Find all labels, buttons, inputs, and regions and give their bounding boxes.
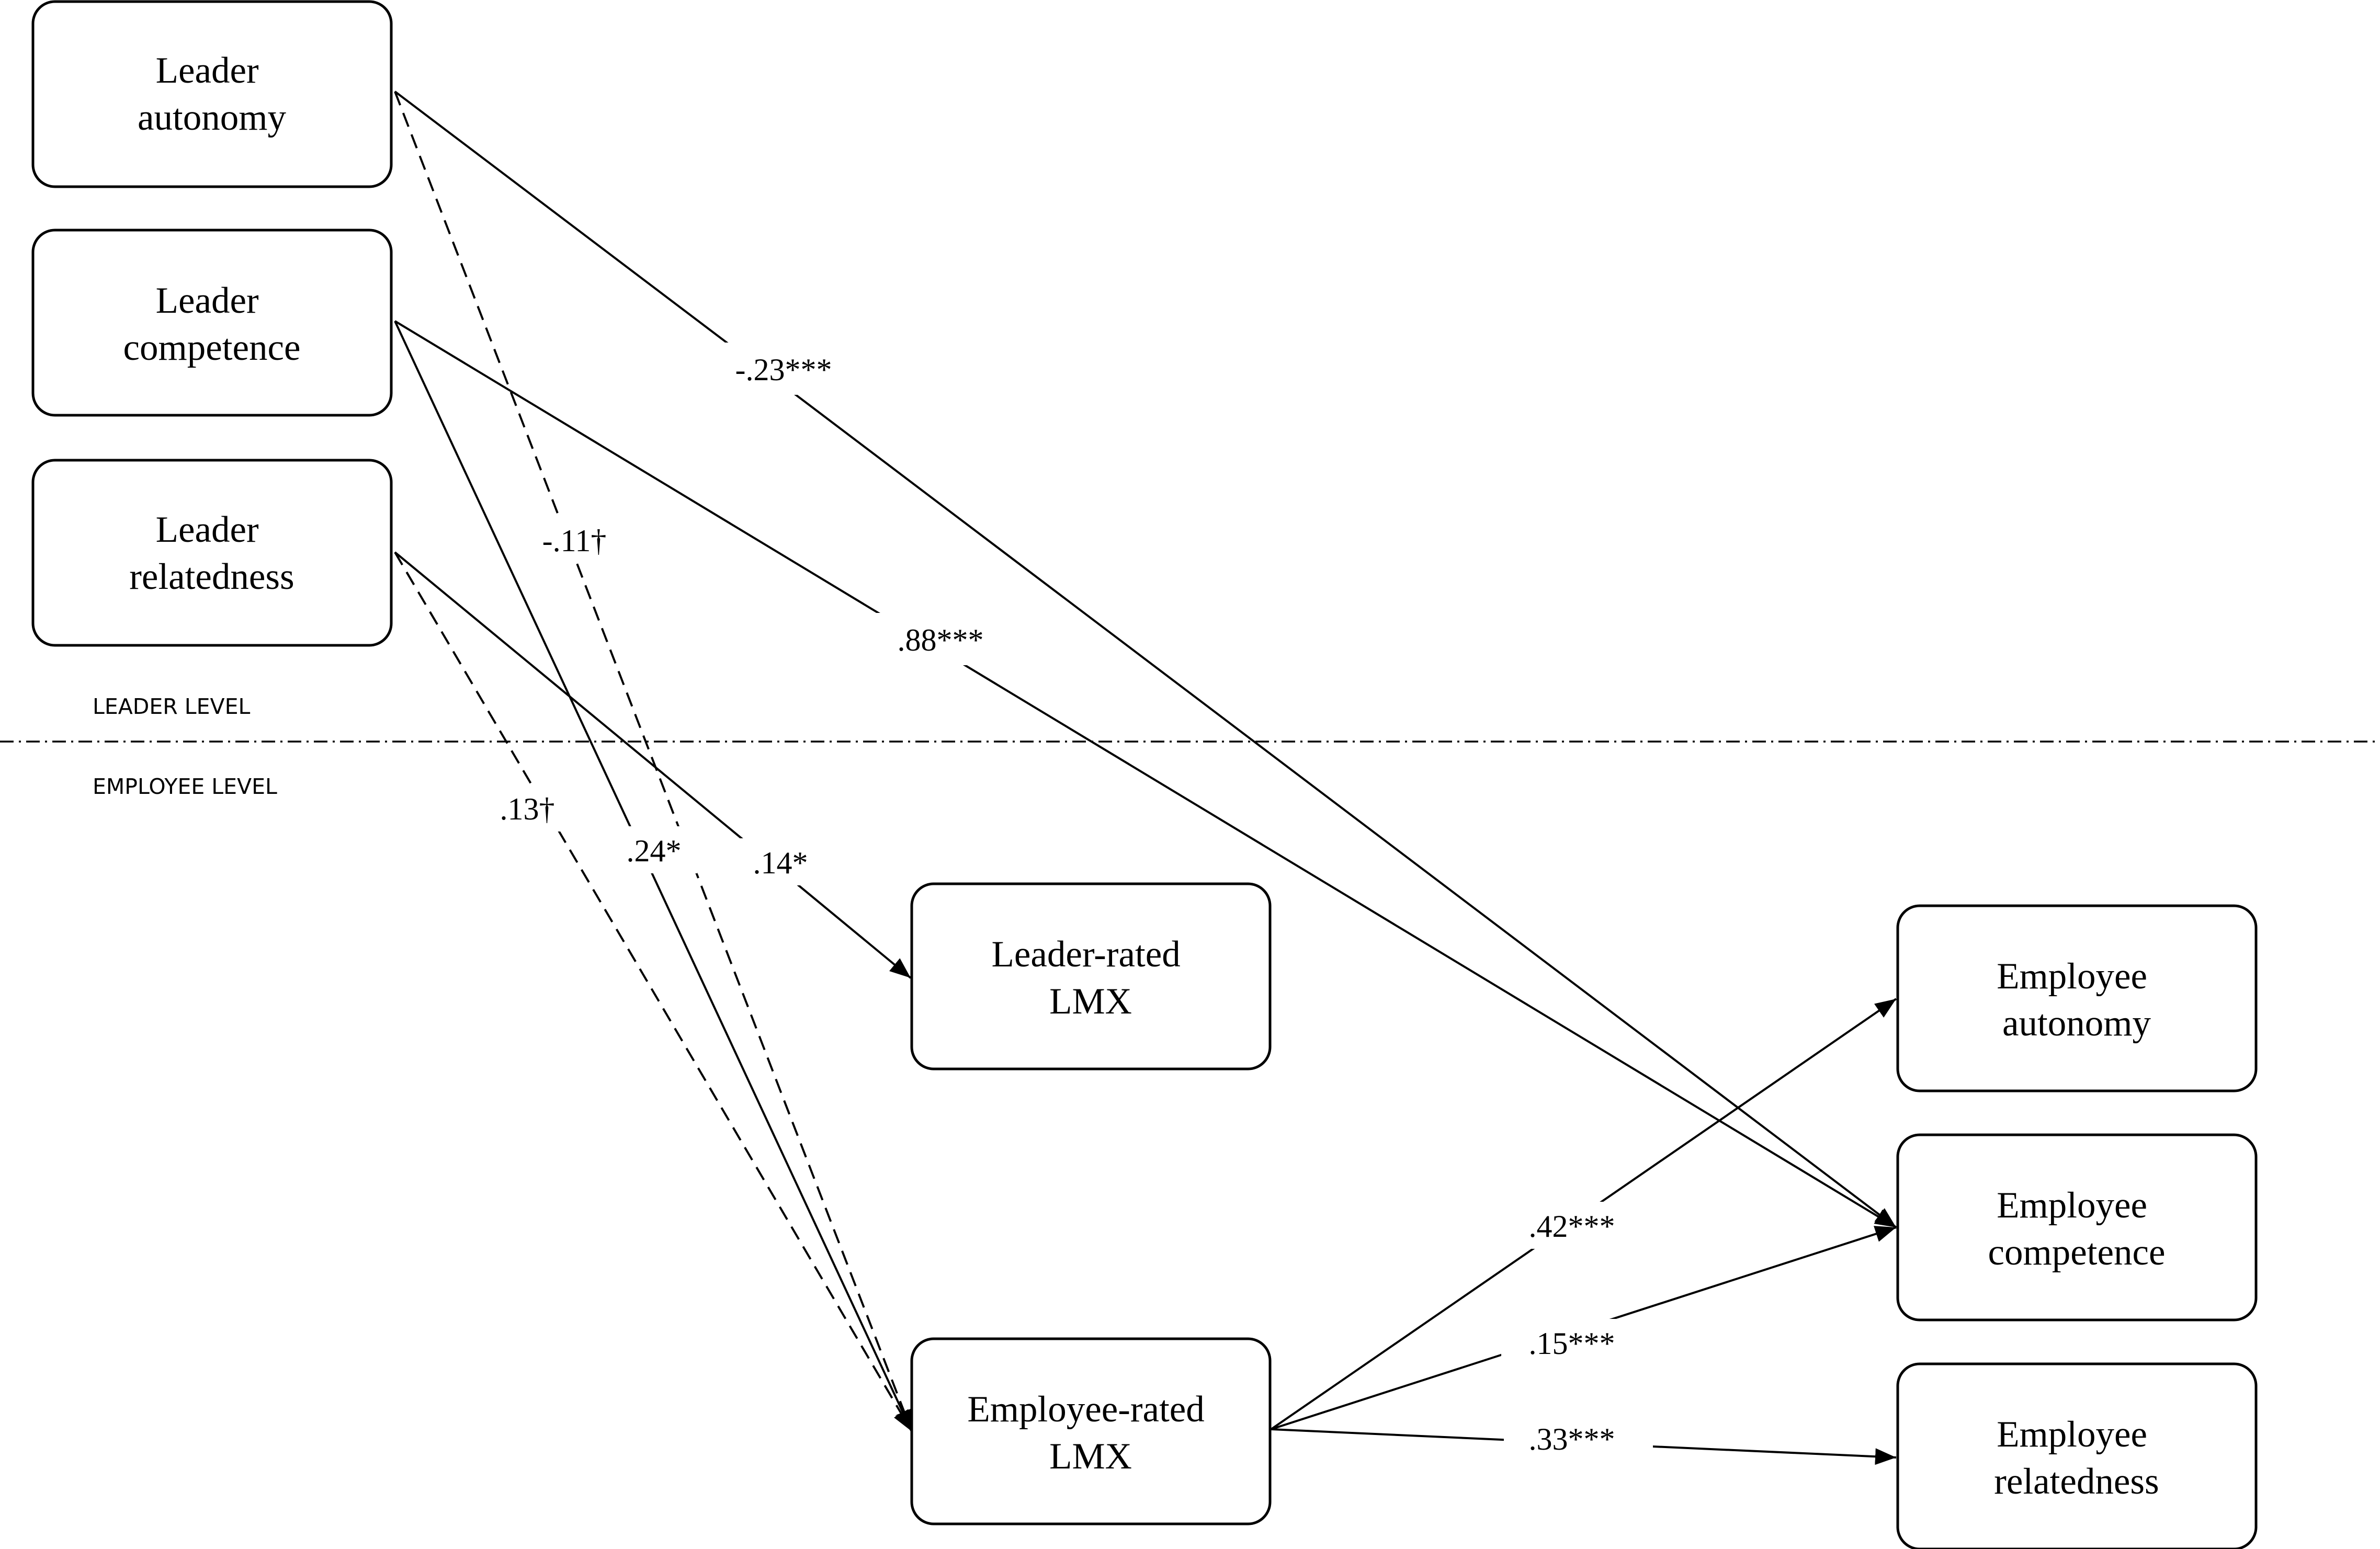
- node-leader-competence: Leader competence: [31, 229, 393, 417]
- node-employee-rated-lmx: Employee-rated LMX: [910, 1337, 1272, 1525]
- svg-text:.15***: .15***: [1529, 1326, 1615, 1361]
- svg-text:Leader competence: Leader competence: [123, 280, 300, 368]
- svg-text:.33***: .33***: [1529, 1422, 1615, 1456]
- path-leader-relatedness-leader-lmx: [394, 551, 912, 979]
- svg-text:-.23***: -.23***: [735, 352, 832, 387]
- svg-text:-.11†: -.11†: [542, 523, 607, 558]
- coef-label-leader-competence-employee-lmx: .24*: [611, 826, 697, 873]
- node-employee-relatedness: Employee relatedness: [1896, 1362, 2258, 1549]
- svg-text:.14*: .14*: [753, 846, 808, 880]
- path-leader-competence-employee-lmx: [394, 321, 913, 1432]
- employee-level-label: EMPLOYEE LEVEL: [93, 774, 277, 799]
- path-leader-autonomy-employee-lmx: [394, 91, 913, 1432]
- svg-text:Leader-rated LMX: Leader-rated LMX: [992, 934, 1190, 1022]
- coef-label-employee-lmx-employee-autonomy: .42***: [1501, 1202, 1642, 1249]
- path-leader-autonomy-employee-competence: [394, 90, 1897, 1228]
- coef-label-leader-relatedness-employee-lmx: .13†: [486, 784, 568, 832]
- svg-text:.13†: .13†: [500, 792, 555, 826]
- svg-text:Employee autonomy: Employee autonomy: [1997, 956, 2157, 1044]
- coef-label-leader-competence-employee-competence: .88***: [868, 613, 1012, 665]
- coef-label-employee-lmx-employee-competence: .15***: [1501, 1319, 1642, 1366]
- node-employee-competence: Employee competence: [1896, 1133, 2258, 1322]
- leader-level-label: LEADER LEVEL: [93, 694, 250, 719]
- svg-text:.42***: .42***: [1529, 1209, 1615, 1244]
- coef-label-leader-autonomy-employee-competence: -.23***: [711, 343, 855, 395]
- coef-label-employee-lmx-employee-relatedness: .33***: [1504, 1415, 1653, 1462]
- node-employee-autonomy: Employee autonomy: [1896, 904, 2258, 1092]
- path-leader-relatedness-employee-lmx: [394, 551, 913, 1432]
- path-leader-competence-employee-competence: [394, 320, 1897, 1228]
- coef-label-leader-autonomy-employee-lmx: -.11†: [523, 516, 628, 563]
- svg-text:.24*: .24*: [627, 834, 682, 868]
- svg-text:Employee-rated LMX: Employee-rated LMX: [967, 1389, 1214, 1477]
- svg-text:.88***: .88***: [898, 623, 984, 657]
- node-leader-autonomy: Leader autonomy: [31, 0, 393, 188]
- node-leader-rated-lmx: Leader-rated LMX: [910, 882, 1272, 1070]
- svg-text:Employee relatedness: Employee relatedness: [1994, 1414, 2159, 1502]
- svg-text:Employee competence: Employee competence: [1988, 1185, 2165, 1273]
- svg-text:Leader autonomy: Leader autonomy: [138, 50, 286, 138]
- coef-label-leader-relatedness-leader-lmx: .14*: [738, 838, 824, 885]
- svg-text:Leader relatedness: Leader relatedness: [129, 509, 294, 597]
- node-leader-relatedness: Leader relatedness: [31, 459, 393, 647]
